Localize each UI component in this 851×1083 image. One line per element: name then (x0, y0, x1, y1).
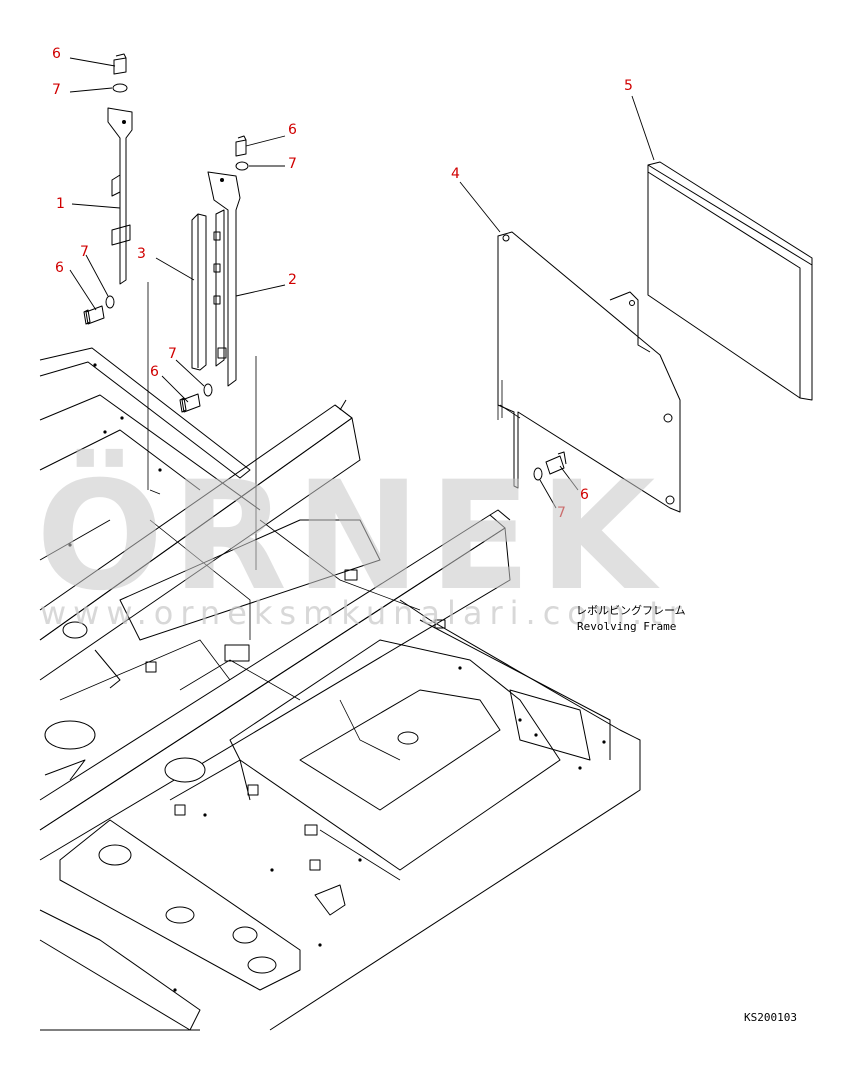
washer-top-left (112, 83, 128, 93)
part-5-pad (647, 161, 813, 401)
part-3-channel (191, 213, 207, 371)
washer-right (533, 467, 543, 481)
bolt-top-left (113, 53, 127, 75)
callout-6: 6 (288, 122, 297, 138)
callout-1: 1 (56, 196, 65, 212)
watermark: ÖRNEK www.orneksmkunalari.com.tr (36, 448, 689, 632)
callout-6: 6 (52, 46, 61, 62)
washer-center (203, 383, 213, 397)
washer-left (105, 295, 115, 309)
callout-6: 6 (150, 364, 159, 380)
bolt-left (83, 305, 105, 325)
bolt-mid (235, 135, 247, 157)
callout-7: 7 (557, 505, 566, 521)
callout-6: 6 (55, 260, 64, 276)
drawing-number: KS200103 (744, 1011, 797, 1024)
callout-7: 7 (168, 346, 177, 362)
revolving-frame (39, 347, 641, 1031)
part-label: レボルビングフレーム Revolving Frame (576, 603, 686, 633)
part-4-panel (497, 231, 681, 513)
part-label-japanese: レボルビングフレーム (576, 603, 686, 617)
bolt-right (545, 451, 567, 475)
callout-6: 6 (580, 487, 589, 503)
callout-numbers: 6 7 1 7 6 3 2 6 7 7 6 4 5 6 7 (52, 46, 633, 521)
callout-7: 7 (80, 244, 89, 260)
bolt-center (179, 393, 201, 413)
callout-7: 7 (52, 82, 61, 98)
part-2-bracket (207, 171, 257, 570)
callout-5: 5 (624, 78, 633, 94)
washer-mid (235, 161, 249, 171)
part-label-english: Revolving Frame (577, 620, 676, 633)
callout-2: 2 (288, 272, 297, 288)
callout-3: 3 (137, 246, 146, 262)
part-1-bracket (107, 107, 161, 495)
watermark-brand: ÖRNEK (36, 448, 663, 624)
leader-lines (69, 57, 655, 509)
callout-4: 4 (451, 166, 460, 182)
fasteners (83, 53, 567, 481)
callout-7: 7 (288, 156, 297, 172)
watermark-url: www.orneksmkunalari.com.tr (40, 594, 689, 632)
